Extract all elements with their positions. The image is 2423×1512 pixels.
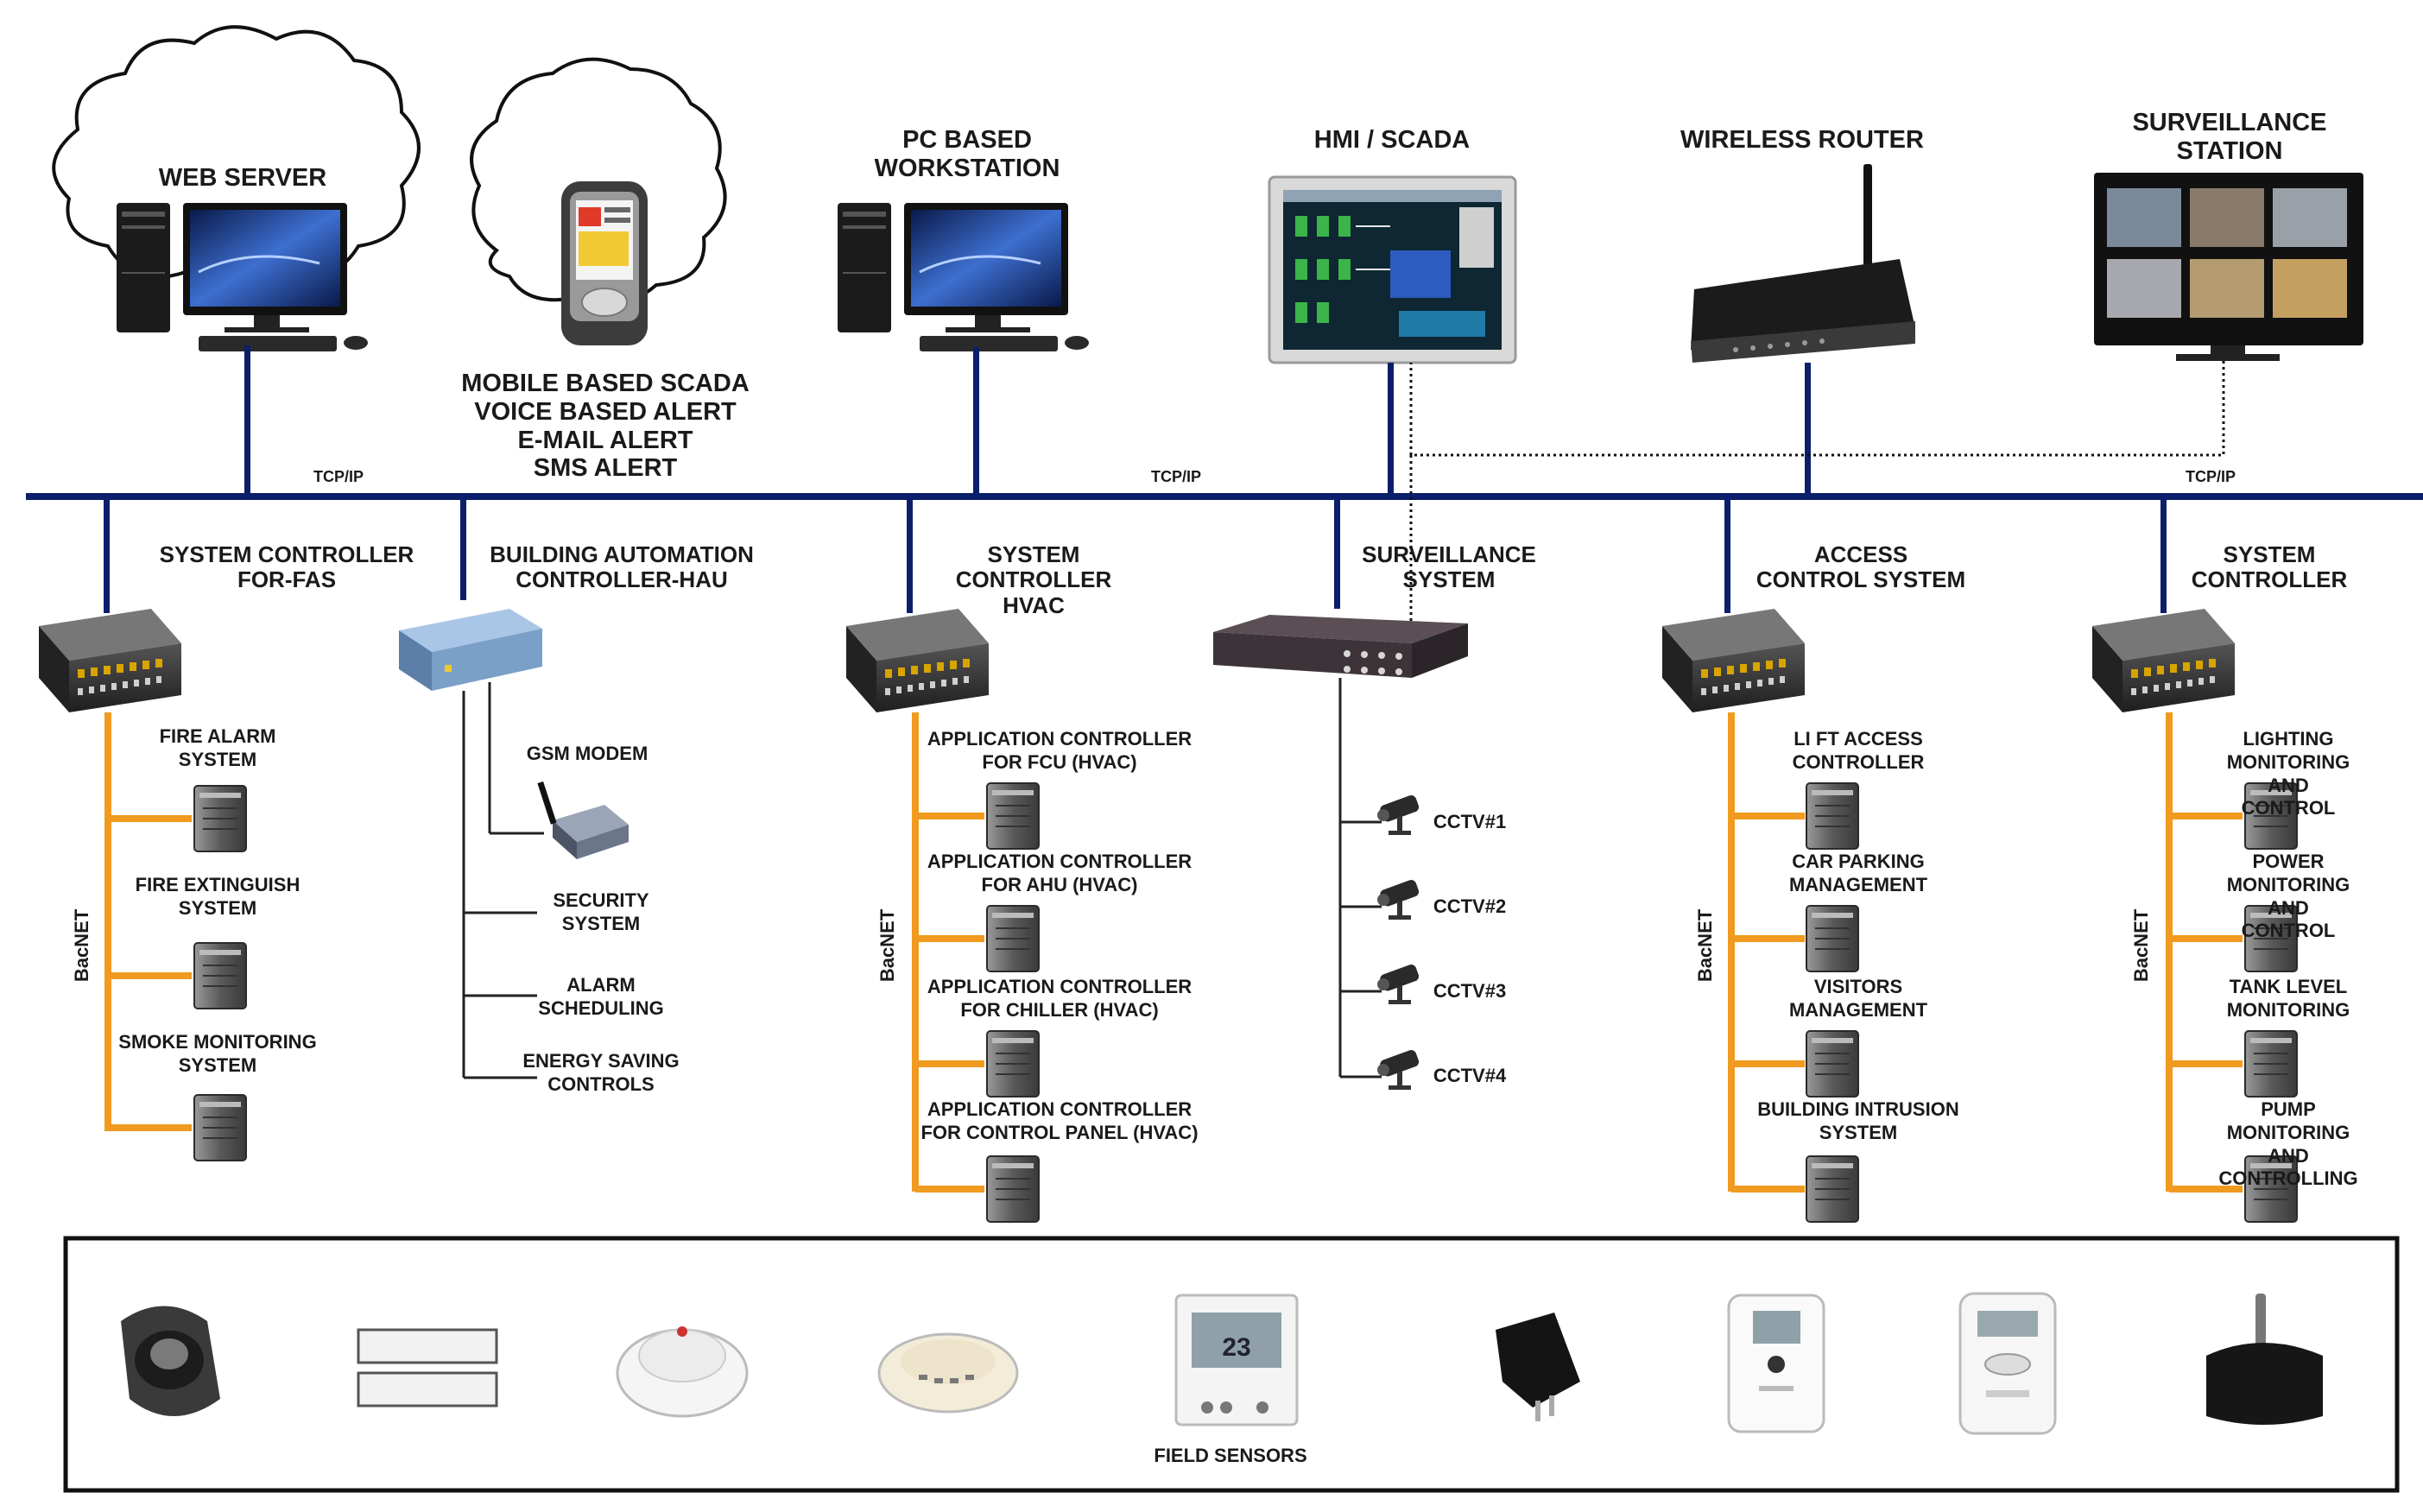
plug-adapter-icon (1496, 1313, 1580, 1421)
bacnet-bus-hvac (912, 712, 984, 1193)
hau-item-label: ALARM SCHEDULING (538, 974, 664, 1019)
surveillance-system-title: SURVEILLANCE SYSTEM (1362, 541, 1536, 593)
cctv-camera-icons (1377, 794, 1420, 1090)
bacnet-bus-access (1728, 712, 1805, 1193)
tcp-ip-label: TCP/IP (313, 468, 364, 485)
hvac-item-label: APPLICATION CONTROLLER FOR CONTROL PANEL… (920, 1098, 1199, 1143)
bacnet-bus-fas (104, 712, 192, 1131)
bacnet-label: BacNET (1694, 908, 1716, 983)
controller-item-label: LIGHTING MONITORING AND CONTROL (2226, 728, 2350, 819)
fas-item-label: FIRE EXTINGUISH SYSTEM (135, 874, 301, 919)
building-automation-controller-icon (399, 609, 542, 691)
smoke-detector-icon (616, 1326, 749, 1418)
cctv-label: CCTV#4 (1433, 1065, 1507, 1086)
hau-controller-title: BUILDING AUTOMATION CONTROLLER-HAU (490, 541, 754, 593)
fas-item-label: SMOKE MONITORING SYSTEM (118, 1031, 317, 1076)
pc-workstation-label: PC BASED WORKSTATION (874, 126, 1060, 182)
thermostat-reading: 23 (1222, 1333, 1250, 1362)
hvac-controller-title: SYSTEM CONTROLLER HVAC (955, 541, 1112, 618)
access-item-label: CAR PARKING MANAGEMENT (1788, 851, 1928, 895)
cctv-branch-lines (1338, 678, 1382, 1079)
gsm-modem-icon (537, 781, 629, 859)
door-contact-sensor-icon (357, 1328, 498, 1408)
hmi-scada-label: HMI / SCADA (1313, 126, 1471, 154)
surveillance-station-label: SURVEILLANCE STATION (2132, 109, 2327, 165)
access-item-label: BUILDING INTRUSION SYSTEM (1757, 1098, 1959, 1143)
controller-item-label: TANK LEVEL MONITORING (2226, 976, 2350, 1021)
cctv-label: CCTV#1 (1433, 811, 1507, 832)
fas-controller-icon (39, 609, 181, 712)
cctv-label: CCTV#3 (1433, 980, 1507, 1002)
tcp-ip-backbone (26, 345, 2423, 639)
hvac-item-label: APPLICATION CONTROLLER FOR AHU (HVAC) (927, 851, 1193, 895)
tcp-ip-label: TCP/IP (2185, 468, 2236, 485)
system-controller-icon (2092, 609, 2235, 712)
system-controller-title: SYSTEM CONTROLLER (2191, 541, 2348, 593)
controller-item-label: POWER MONITORING AND CONTROL (2226, 851, 2350, 942)
surveillance-monitor-icon (2094, 173, 2363, 361)
access-item-label: LI FT ACCESS CONTROLLER (1792, 728, 1925, 773)
hau-item-label: SECURITY SYSTEM (553, 889, 649, 934)
bacnet-bus-controller (2166, 712, 2243, 1193)
cctv-label: CCTV#2 (1433, 895, 1507, 917)
field-sensors-label: FIELD SENSORS (1154, 1445, 1307, 1466)
field-sensors-box (63, 1236, 2400, 1493)
hmi-scada-panel-icon (1268, 175, 1517, 364)
access-item-label: VISITORS MANAGEMENT (1788, 976, 1928, 1021)
heat-detector-icon (877, 1332, 1019, 1414)
web-server-computer-icon (115, 201, 370, 353)
thermostat-icon: 23 (1174, 1294, 1299, 1427)
wall-thermostat-icon (1727, 1294, 1825, 1433)
access-control-title: ACCESS CONTROL SYSTEM (1756, 541, 1966, 593)
fas-controller-title: SYSTEM CONTROLLER FOR-FAS (159, 541, 414, 593)
pc-workstation-computer-icon (836, 201, 1091, 353)
tcp-ip-label: TCP/IP (1150, 468, 1202, 485)
web-server-label: WEB SERVER (158, 164, 327, 192)
wireless-router-icon (1691, 164, 1915, 363)
bacnet-label: BacNET (2130, 908, 2152, 983)
hau-branch-lines (462, 682, 544, 1079)
access-controller-icon (1662, 609, 1805, 712)
fas-item-label: FIRE ALARM SYSTEM (159, 725, 276, 770)
field-modules (193, 782, 2298, 1223)
hvac-item-label: APPLICATION CONTROLLER FOR FCU (HVAC) (927, 728, 1193, 773)
hau-item-label: ENERGY SAVING CONTROLS (522, 1050, 680, 1095)
wireless-router-label: WIRELESS ROUTER (1680, 126, 1924, 154)
hvac-item-label: APPLICATION CONTROLLER FOR CHILLER (HVAC… (927, 976, 1193, 1021)
smartphone-icon (561, 181, 648, 345)
bacnet-label: BacNET (71, 908, 92, 983)
tire-pressure-sensor-icon (2206, 1294, 2323, 1425)
controller-item-label: PUMP MONITORING AND CONTROLLING (2218, 1098, 2358, 1190)
hau-item-label: GSM MODEM (526, 743, 648, 764)
motion-sensor-icon (121, 1306, 220, 1416)
humidity-controller-icon (1958, 1292, 2057, 1435)
bacnet-label: BacNET (876, 908, 898, 983)
hvac-controller-icon (846, 609, 989, 712)
dvr-recorder-icon (1213, 615, 1468, 678)
mobile-scada-label: MOBILE BASED SCADA VOICE BASED ALERT E-M… (461, 370, 750, 483)
